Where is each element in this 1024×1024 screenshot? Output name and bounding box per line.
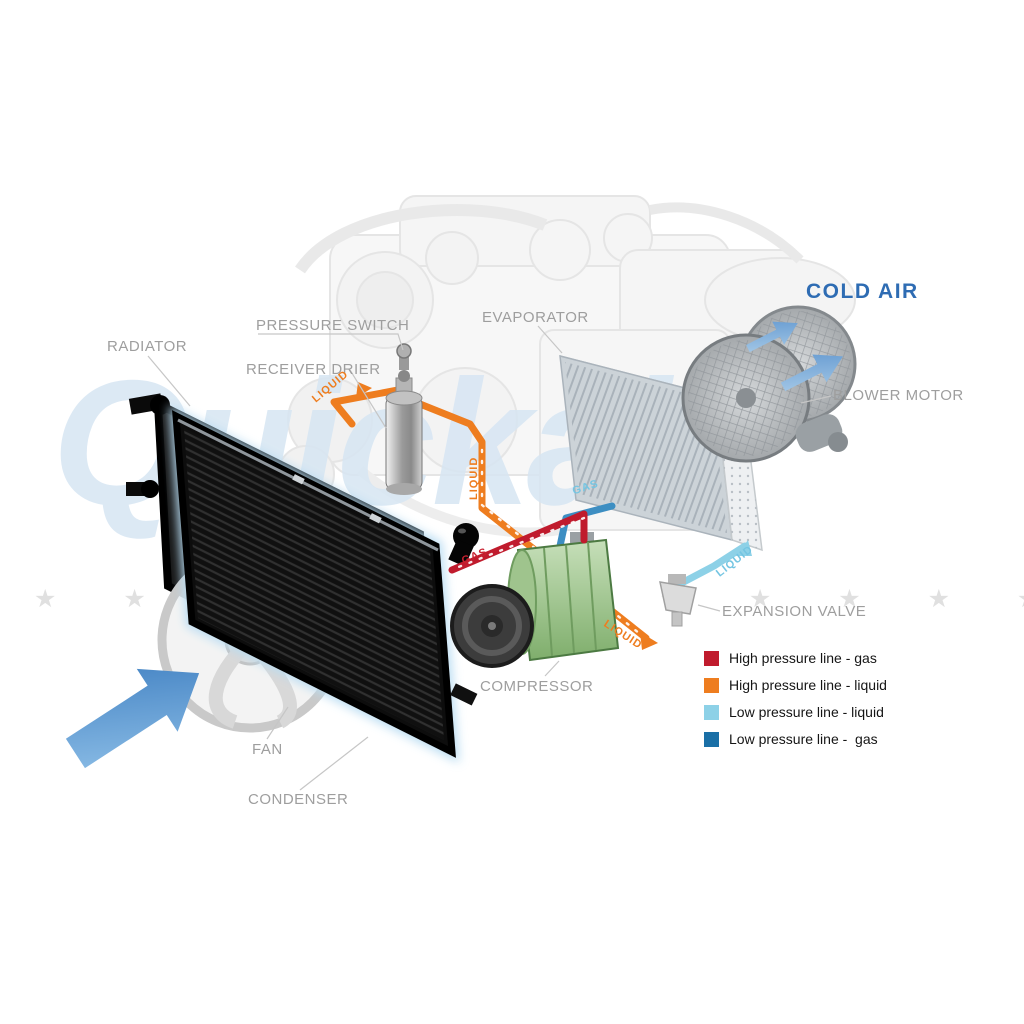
legend-swatch-high-liquid <box>704 677 719 693</box>
label-fan: FAN <box>252 741 283 758</box>
label-condenser: CONDENSER <box>248 791 349 808</box>
cold-air-arrows <box>746 321 843 392</box>
label-compressor: COMPRESSOR <box>480 678 594 695</box>
blower-motor-graphic <box>681 305 857 463</box>
legend-swatch-low-gas <box>704 731 719 747</box>
legend-item-low-liquid: Low pressure line - liquid <box>704 704 887 720</box>
legend-swatch-high-gas <box>704 650 719 666</box>
label-blower-motor: BLOWER MOTOR <box>833 387 964 404</box>
legend-label-low-gas: Low pressure line - gas <box>729 731 878 747</box>
label-cold-air: COLD AIR <box>806 280 919 303</box>
legend-label-high-gas: High pressure line - gas <box>729 650 877 666</box>
air-arrow <box>65 668 200 769</box>
compressor-graphic <box>450 532 620 668</box>
low-pressure-liquid-pipe <box>672 540 752 590</box>
label-receiver-drier: RECEIVER DRIER <box>246 361 381 378</box>
pipe-label-liquid-drier: LIQUID <box>468 456 480 500</box>
label-expansion-valve: EXPANSION VALVE <box>722 603 867 620</box>
receiver-drier-graphic <box>385 343 423 495</box>
label-evaporator: EVAPORATOR <box>482 309 589 326</box>
high-pressure-gas-pipe <box>448 510 588 574</box>
legend-item-high-gas: High pressure line - gas <box>704 650 887 666</box>
expansion-valve-graphic <box>659 574 697 627</box>
label-radiator: RADIATOR <box>107 338 188 355</box>
legend: High pressure line - gas High pressure l… <box>704 650 887 758</box>
label-pressure-switch: PRESSURE SWITCH <box>256 317 410 334</box>
label-leader-lines <box>147 325 832 791</box>
legend-label-low-liquid: Low pressure line - liquid <box>729 704 884 720</box>
condenser-graphic <box>168 405 480 763</box>
legend-item-high-liquid: High pressure line - liquid <box>704 677 887 693</box>
legend-item-low-gas: Low pressure line - gas <box>704 731 887 747</box>
legend-label-high-liquid: High pressure line - liquid <box>729 677 887 693</box>
legend-swatch-low-liquid <box>704 704 719 720</box>
